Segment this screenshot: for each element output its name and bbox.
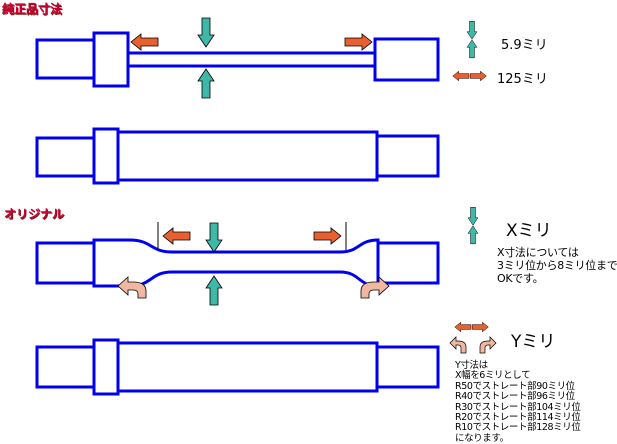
thickness-arrow-down-icon [197, 17, 215, 48]
legend-arrow-up-icon [466, 39, 478, 59]
original-part-side-view [35, 338, 440, 396]
legend-arrow-right-icon [469, 70, 487, 82]
genuine-part-side-view [35, 127, 440, 185]
y-note-line: Y寸法は [455, 360, 488, 371]
genuine-length-arrows [130, 33, 373, 51]
legend-x-arrows [467, 207, 479, 245]
y-note-line: R40でストレート部96ミリ位 [455, 391, 575, 403]
legend-thickness-arrows [466, 21, 478, 59]
y-note: Y寸法は X幅を6ミリとして R50でストレート部90ミリ位 R40でストレート… [455, 360, 581, 444]
genuine-section-title: 純正品寸法 [2, 2, 63, 16]
y-note-line: になります。 [455, 432, 509, 444]
original-part-top-view [35, 238, 440, 288]
y-note-line: R10でストレート部128ミリ位 [455, 422, 581, 434]
legend-y-arrow-right-icon [471, 321, 489, 333]
x-note-line: X寸法については [497, 246, 579, 259]
length-arrow-right-icon [313, 227, 342, 245]
legend-arrow-left-icon [452, 70, 470, 82]
legend-arrow-down-icon [466, 21, 478, 40]
x-note: X寸法については 3ミリ位から8ミリ位まで OKです。 [497, 246, 617, 285]
legend-x-arrow-up-icon [467, 225, 479, 245]
length-arrow-left-icon [162, 227, 191, 245]
legend-curve-left-icon [449, 336, 467, 354]
original-length-arrows [162, 227, 342, 245]
x-arrow-down-icon [205, 222, 223, 253]
x-note-line: 3ミリ位から8ミリ位まで [497, 259, 617, 272]
length-arrow-right-icon [344, 33, 373, 51]
x-value: Xミリ [506, 221, 552, 241]
x-dimension-guides [157, 222, 347, 250]
genuine-part-top-view [35, 31, 440, 88]
legend-curve-right-icon [479, 336, 497, 354]
original-section-title: オリジナル [4, 207, 65, 221]
y-note-line: R30でストレート部104ミリ位 [455, 401, 581, 413]
thickness-arrow-up-icon [197, 68, 215, 99]
y-note-line: R50でストレート部90ミリ位 [455, 380, 575, 392]
length-value: 125ミリ [497, 72, 548, 87]
original-curve-arrows [117, 276, 390, 299]
thickness-value: 5.9ミリ [501, 38, 548, 53]
length-arrow-left-icon [130, 33, 159, 51]
y-note-line: X幅を6ミリとして [455, 370, 531, 382]
x-arrow-up-icon [205, 275, 223, 306]
legend-x-arrow-down-icon [467, 207, 479, 226]
y-note-line: R20でストレート部114ミリ位 [455, 412, 581, 424]
curve-arrow-right-icon [360, 276, 390, 299]
legend-y-arrow-left-icon [454, 321, 472, 333]
legend-length-arrows [452, 70, 487, 82]
x-note-line: OKです。 [497, 272, 544, 285]
curve-arrow-left-icon [117, 276, 147, 299]
legend-y-arrows [449, 321, 497, 354]
y-value: Yミリ [511, 332, 556, 352]
